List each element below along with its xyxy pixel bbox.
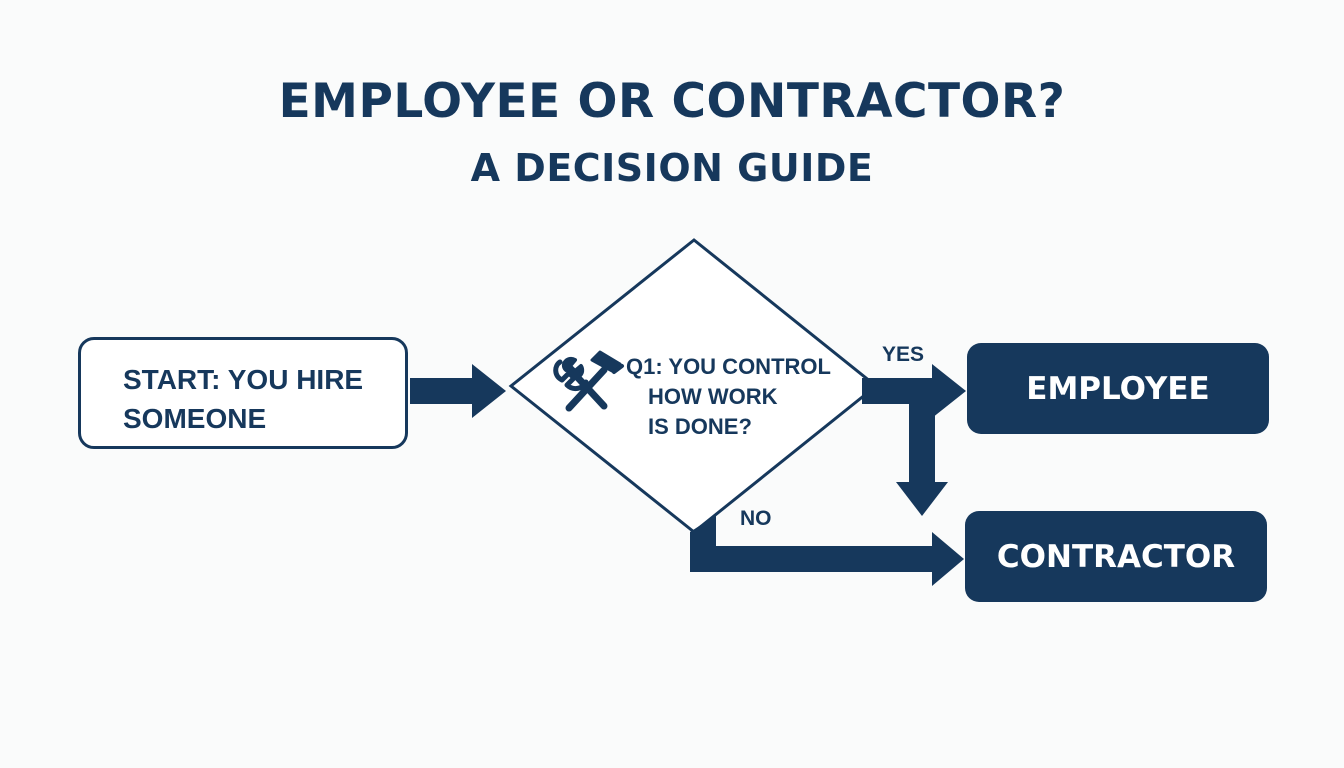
page-subtitle: A DECISION GUIDE (470, 146, 874, 190)
yes-down-arrow (896, 398, 948, 516)
employee-outcome-label: EMPLOYEE (1026, 370, 1210, 407)
employee-outcome: EMPLOYEE (967, 343, 1269, 434)
start-to-decision-arrow (410, 364, 506, 418)
decision-line-2: HOW WORK (648, 384, 778, 409)
start-node-label: START: YOU HIRE SOMEONE (123, 364, 364, 434)
no-branch-arrow (690, 515, 964, 586)
contractor-outcome-label: CONTRACTOR (996, 538, 1236, 575)
decision-line-1: Q1: YOU CONTROL (626, 354, 831, 379)
wrench-hammer-icon (553, 350, 624, 412)
yes-label: YES (882, 343, 925, 366)
page-title: EMPLOYEE OR CONTRACTOR? (278, 74, 1066, 129)
start-node: START: YOU HIRE SOMEONE (78, 337, 408, 449)
decision-question: Q1: YOU CONTROL HOW WORK IS DONE? (626, 352, 866, 442)
decision-line-3: IS DONE? (648, 414, 752, 439)
contractor-outcome: CONTRACTOR (965, 511, 1267, 602)
no-label: NO (740, 507, 772, 530)
